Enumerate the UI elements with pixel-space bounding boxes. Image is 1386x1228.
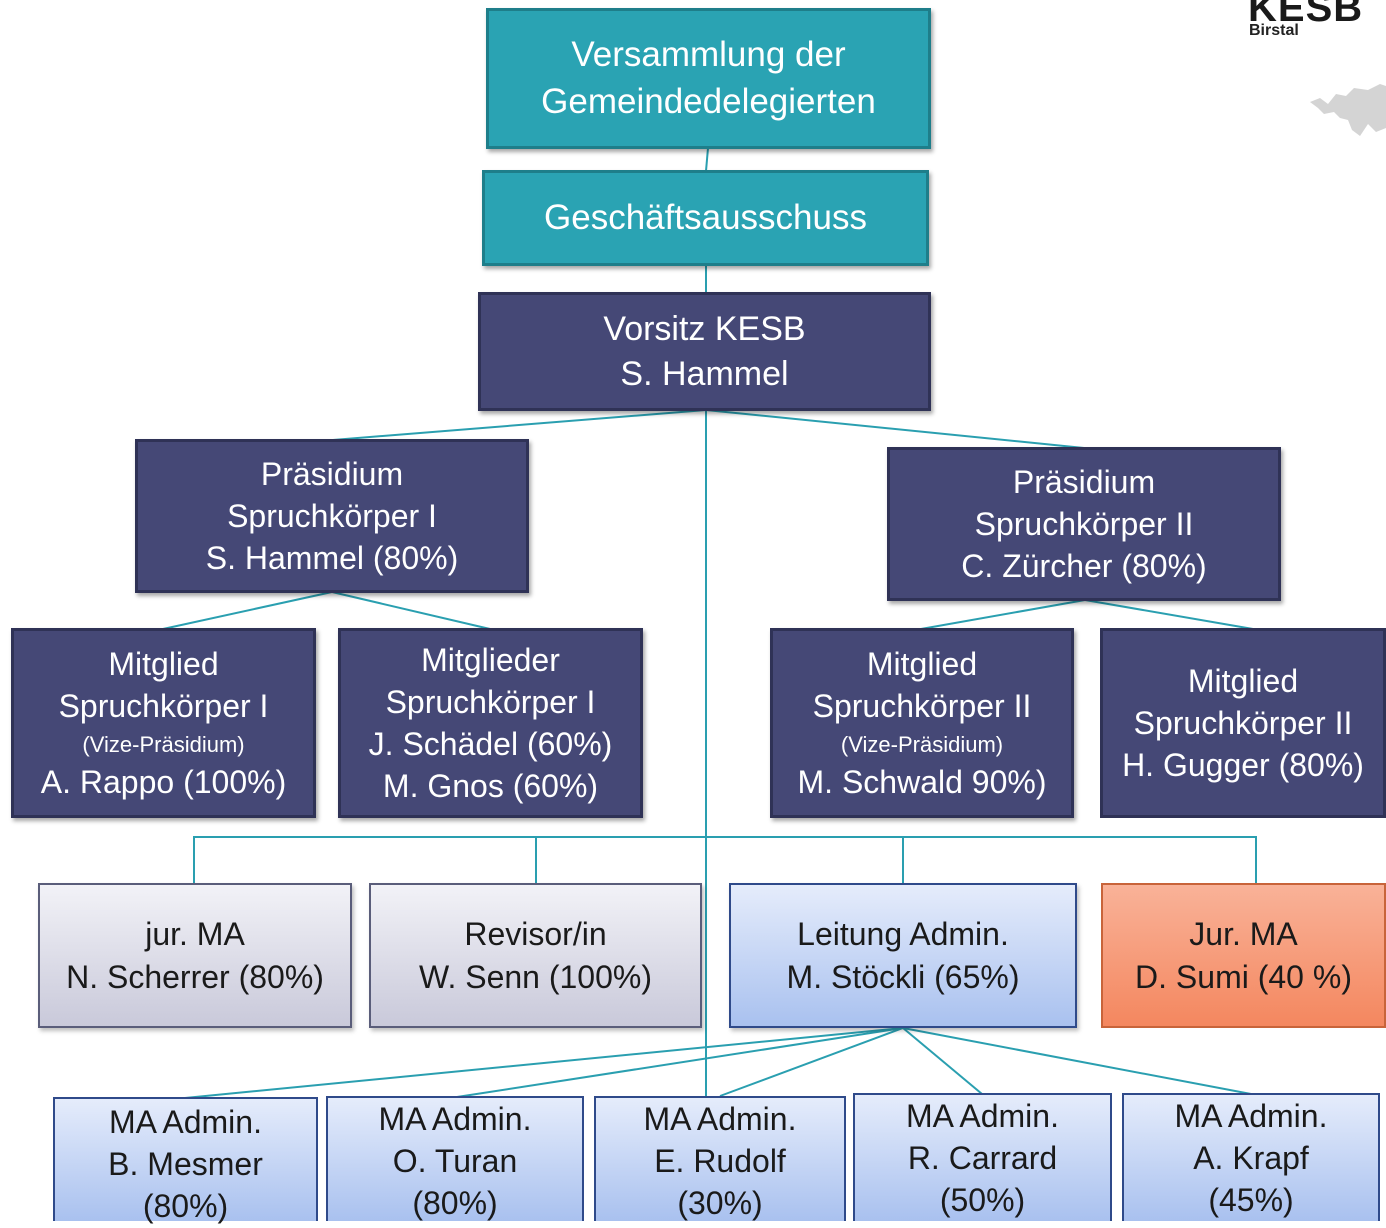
node-leitung-admin: Leitung Admin. M. Stöckli (65%) bbox=[729, 883, 1077, 1028]
node-mitglied-2a: Mitglied Spruchkörper II (Vize-Präsidium… bbox=[770, 628, 1074, 818]
node-ma-krapf-line2: A. Krapf bbox=[1193, 1140, 1309, 1177]
node-praesidium-2-line1: Präsidium bbox=[1012, 463, 1156, 500]
node-mitglied-2a-line2: Spruchkörper II bbox=[812, 688, 1032, 725]
node-mitglieder-1b: Mitglieder Spruchkörper I J. Schädel (60… bbox=[338, 628, 643, 818]
node-mitglieder-1b-line3: J. Schädel (60%) bbox=[368, 726, 613, 762]
node-praesidium-2-line2: Spruchkörper II bbox=[974, 505, 1194, 542]
node-praesidium-1-line1: Präsidium bbox=[260, 455, 404, 492]
node-mitglied-1a-line1: Mitglied bbox=[108, 646, 219, 683]
connector-vorsitz-praesidium-1 bbox=[332, 409, 707, 441]
node-vorsitz-line2: S. Hammel bbox=[620, 354, 789, 393]
node-ma-rudolf-line1: MA Admin. bbox=[643, 1101, 797, 1137]
node-ma-carrard-line1: MA Admin. bbox=[906, 1098, 1059, 1134]
node-ma-rudolf-line2: E. Rudolf bbox=[654, 1143, 786, 1180]
node-mitglieder-1b-line4: M. Gnos (60%) bbox=[382, 768, 599, 805]
connector-praesidium-1-mitglied-1a bbox=[162, 591, 333, 630]
node-mitglied-2b-line1: Mitglied bbox=[1187, 662, 1299, 699]
node-jur-ma-scherrer-line1: jur. MA bbox=[145, 916, 245, 953]
node-jur-ma-sumi-line1: Jur. MA bbox=[1189, 916, 1298, 953]
node-mitglied-2b-line3: H. Gugger (80%) bbox=[1122, 747, 1364, 784]
node-vorsitz: Vorsitz KESB S. Hammel bbox=[478, 292, 931, 411]
node-ma-rudolf-line3: (30%) bbox=[677, 1185, 763, 1222]
node-ma-carrard: MA Admin. R. Carrard (50%) bbox=[853, 1093, 1112, 1221]
connector-versammlung-geschaeftsausschuss bbox=[705, 147, 709, 172]
node-mitglied-1a-line3: (Vize-Präsidium) bbox=[82, 731, 245, 757]
node-mitglied-2b-line2: Spruchkörper II bbox=[1133, 704, 1353, 741]
node-ma-carrard-line2: R. Carrard bbox=[907, 1140, 1058, 1177]
node-ma-krapf: MA Admin. A. Krapf (45%) bbox=[1122, 1093, 1380, 1221]
node-mitglieder-1b-line2: Spruchkörper I bbox=[385, 683, 596, 720]
node-mitglied-2a-line4: M. Schwald 90%) bbox=[797, 763, 1047, 800]
connector-praesidium-2-mitglied-2b bbox=[1084, 599, 1254, 630]
node-ma-krapf-line1: MA Admin. bbox=[1174, 1098, 1328, 1134]
node-geschaeftsausschuss-line1: Geschäftsausschuss bbox=[544, 197, 867, 237]
node-jur-ma-scherrer: jur. MA N. Scherrer (80%) bbox=[38, 883, 352, 1028]
node-ma-mesmer: MA Admin. B. Mesmer (80%) bbox=[53, 1097, 318, 1224]
node-vorsitz-line1: Vorsitz KESB bbox=[603, 309, 806, 348]
node-mitglied-1a: Mitglied Spruchkörper I (Vize-Präsidium)… bbox=[11, 628, 316, 818]
connector-staff-bus bbox=[193, 836, 1257, 884]
node-versammlung-line1: Versammlung der bbox=[571, 35, 846, 75]
node-mitglied-1a-line2: Spruchkörper I bbox=[58, 688, 269, 725]
node-praesidium-2: Präsidium Spruchkörper II C. Zürcher (80… bbox=[887, 447, 1281, 601]
node-ma-mesmer-line1: MA Admin. bbox=[109, 1104, 262, 1140]
node-mitglied-1a-line4: A. Rappo (100%) bbox=[40, 763, 287, 800]
connector-vorsitz-praesidium-2 bbox=[705, 409, 1085, 449]
connector-leitung-mesmer bbox=[184, 1027, 904, 1099]
connector-praesidium-2-mitglied-2a bbox=[920, 599, 1086, 630]
node-revisor-line2: W. Senn (100%) bbox=[419, 958, 652, 995]
node-revisor-line1: Revisor/in bbox=[464, 916, 607, 953]
node-ma-mesmer-line3: (80%) bbox=[142, 1188, 229, 1225]
node-praesidium-1-line2: Spruchkörper I bbox=[227, 497, 437, 534]
node-leitung-admin-line1: Leitung Admin. bbox=[797, 916, 1009, 953]
node-ma-turan-line1: MA Admin. bbox=[378, 1101, 532, 1137]
node-leitung-admin-line2: M. Stöckli (65%) bbox=[786, 958, 1020, 995]
node-jur-ma-sumi-line2: D. Sumi (40 %) bbox=[1135, 958, 1352, 995]
node-ma-carrard-line3: (50%) bbox=[939, 1182, 1026, 1219]
connector-leitung-krapf bbox=[902, 1027, 1252, 1095]
node-mitglied-2a-line1: Mitglied bbox=[866, 646, 978, 683]
node-praesidium-2-line3: C. Zürcher (80%) bbox=[961, 548, 1207, 585]
node-praesidium-1-line3: S. Hammel (80%) bbox=[205, 540, 459, 577]
node-ma-turan: MA Admin. O. Turan (80%) bbox=[326, 1096, 584, 1221]
node-jur-ma-sumi: Jur. MA D. Sumi (40 %) bbox=[1101, 883, 1386, 1028]
connector-leitung-rudolf bbox=[719, 1027, 904, 1097]
node-mitglied-2b: Mitglied Spruchkörper II H. Gugger (80%) bbox=[1100, 628, 1386, 818]
logo-title: KESB bbox=[1248, 0, 1364, 30]
node-praesidium-1: Präsidium Spruchkörper I S. Hammel (80%) bbox=[135, 439, 529, 593]
logo-subtitle: Birstal bbox=[1249, 22, 1299, 39]
node-ma-turan-line2: O. Turan bbox=[392, 1143, 518, 1180]
node-jur-ma-scherrer-line2: N. Scherrer (80%) bbox=[66, 958, 324, 995]
connector-leitung-carrard bbox=[902, 1027, 983, 1095]
node-ma-krapf-line3: (45%) bbox=[1208, 1182, 1294, 1219]
node-ma-turan-line3: (80%) bbox=[412, 1185, 498, 1222]
node-revisor: Revisor/in W. Senn (100%) bbox=[369, 883, 702, 1028]
node-ma-mesmer-line2: B. Mesmer bbox=[108, 1146, 263, 1183]
node-versammlung-line2: Gemeindedelegierten bbox=[541, 81, 876, 121]
node-versammlung: Versammlung der Gemeindedelegierten bbox=[486, 8, 931, 149]
connector-praesidium-1-mitglieder-1b bbox=[331, 591, 491, 630]
region-map-icon bbox=[1310, 84, 1386, 136]
node-geschaeftsausschuss: Geschäftsausschuss bbox=[482, 170, 929, 266]
connector-leitung-turan bbox=[456, 1027, 904, 1098]
node-ma-rudolf: MA Admin. E. Rudolf (30%) bbox=[594, 1096, 846, 1221]
node-mitglied-2a-line3: (Vize-Präsidium) bbox=[840, 731, 1004, 757]
node-mitglieder-1b-line1: Mitglieder bbox=[421, 641, 560, 678]
